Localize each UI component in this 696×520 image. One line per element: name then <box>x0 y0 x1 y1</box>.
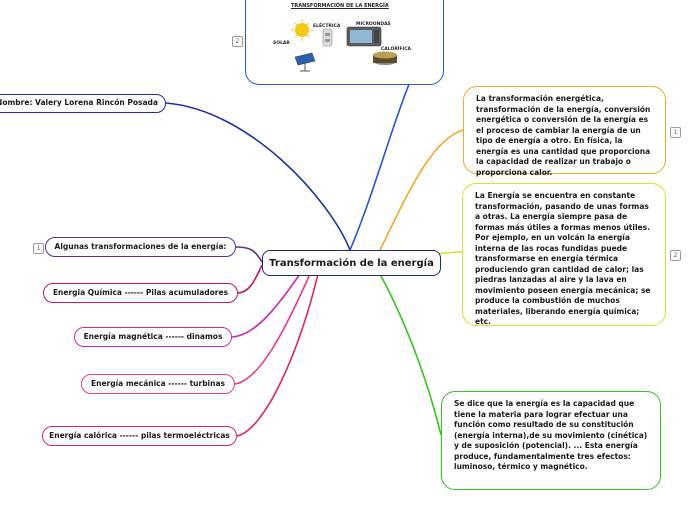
image-badge[interactable]: 2 <box>232 36 243 47</box>
pot-icon <box>373 51 397 65</box>
item-energia-calorica[interactable]: Energía calórica ------ pilas termoeléct… <box>42 426 237 446</box>
link-card1 <box>379 129 464 251</box>
microwave-icon <box>346 26 382 47</box>
energy-illustration <box>291 19 397 72</box>
card-definition[interactable]: La transformación energética, transforma… <box>463 86 666 177</box>
item-energia-quimica[interactable]: Energia Química ------ Pilas acumuladore… <box>43 283 238 303</box>
image-title: TRANSFORMACIÓN DE LA ENERGÍA <box>291 3 389 9</box>
image-node[interactable]: TRANSFORMACIÓN DE LA ENERGÍA <box>245 0 444 85</box>
transformations-badge[interactable]: 1 <box>33 243 44 254</box>
sun-icon <box>291 19 313 41</box>
plug-icon <box>322 28 333 47</box>
link-item1 <box>237 264 263 294</box>
link-header <box>235 246 263 263</box>
name-node[interactable]: Nombre: Valery Lorena Rincón Posada <box>0 94 166 113</box>
card2-badge[interactable]: 2 <box>670 250 681 261</box>
label-calorifica: CALORÍFICA <box>381 47 411 52</box>
link-card3 <box>379 273 442 436</box>
link-item4 <box>236 273 319 437</box>
link-name <box>165 102 351 251</box>
link-item3 <box>234 273 311 385</box>
solar-panel-icon <box>294 52 316 72</box>
card-constant-transformation[interactable]: La Energía se encuentra en constante tra… <box>462 183 666 326</box>
item-energia-magnetica[interactable]: Energía magnética ------ dinamos <box>74 327 232 347</box>
card1-badge[interactable]: 1 <box>670 127 681 138</box>
label-electrica: ELÉCTRICA <box>313 24 341 29</box>
label-solar: SOLAR <box>273 41 290 46</box>
central-topic[interactable]: Transformación de la energía <box>262 250 441 276</box>
link-item2 <box>231 273 301 338</box>
item-energia-mecanica[interactable]: Energía mecánica ------ turbinas <box>81 374 235 394</box>
transformations-header-node[interactable]: Algunas transformaciones de la energía: <box>45 237 236 257</box>
label-microondas: MICROONDAS <box>356 22 391 27</box>
card-energy-capacity[interactable]: Se dice que la energía es la capacidad q… <box>441 391 661 490</box>
